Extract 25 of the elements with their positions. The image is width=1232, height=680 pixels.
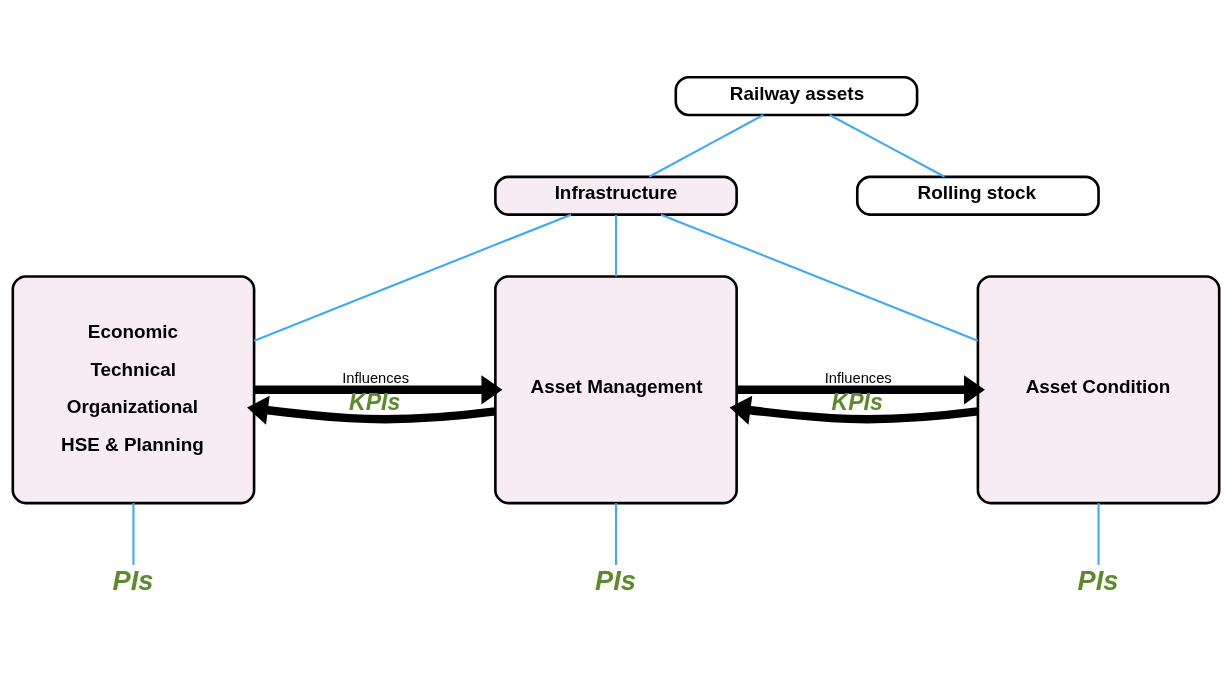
arrow — [247, 395, 496, 425]
arrow — [254, 374, 503, 404]
arrow — [736, 374, 985, 404]
connector — [132, 502, 135, 565]
edge-label: Influences — [342, 369, 410, 386]
node-box: Infrastructure — [494, 175, 738, 216]
connector — [829, 113, 946, 178]
connector — [648, 113, 764, 178]
connector — [253, 213, 572, 342]
node-text: PIs — [595, 564, 636, 596]
connector — [614, 502, 618, 565]
edge-label: KPIs — [349, 388, 401, 415]
node-text: PIs — [112, 564, 154, 596]
connector — [1097, 502, 1100, 565]
node-text: PIs — [1077, 564, 1119, 596]
connector — [660, 213, 979, 342]
edge-label: KPIs — [831, 388, 883, 415]
node-box: Railway assets — [674, 75, 919, 116]
node-box: Asset Management — [494, 274, 738, 504]
connector — [614, 214, 618, 276]
node-box: Asset Condition — [976, 274, 1221, 504]
edge-label: Influences — [824, 369, 892, 386]
node-box: Economic Technical Organizational HSE & Planning — [11, 274, 256, 504]
arrow — [729, 395, 979, 425]
node-box: Rolling stock — [855, 175, 1100, 216]
